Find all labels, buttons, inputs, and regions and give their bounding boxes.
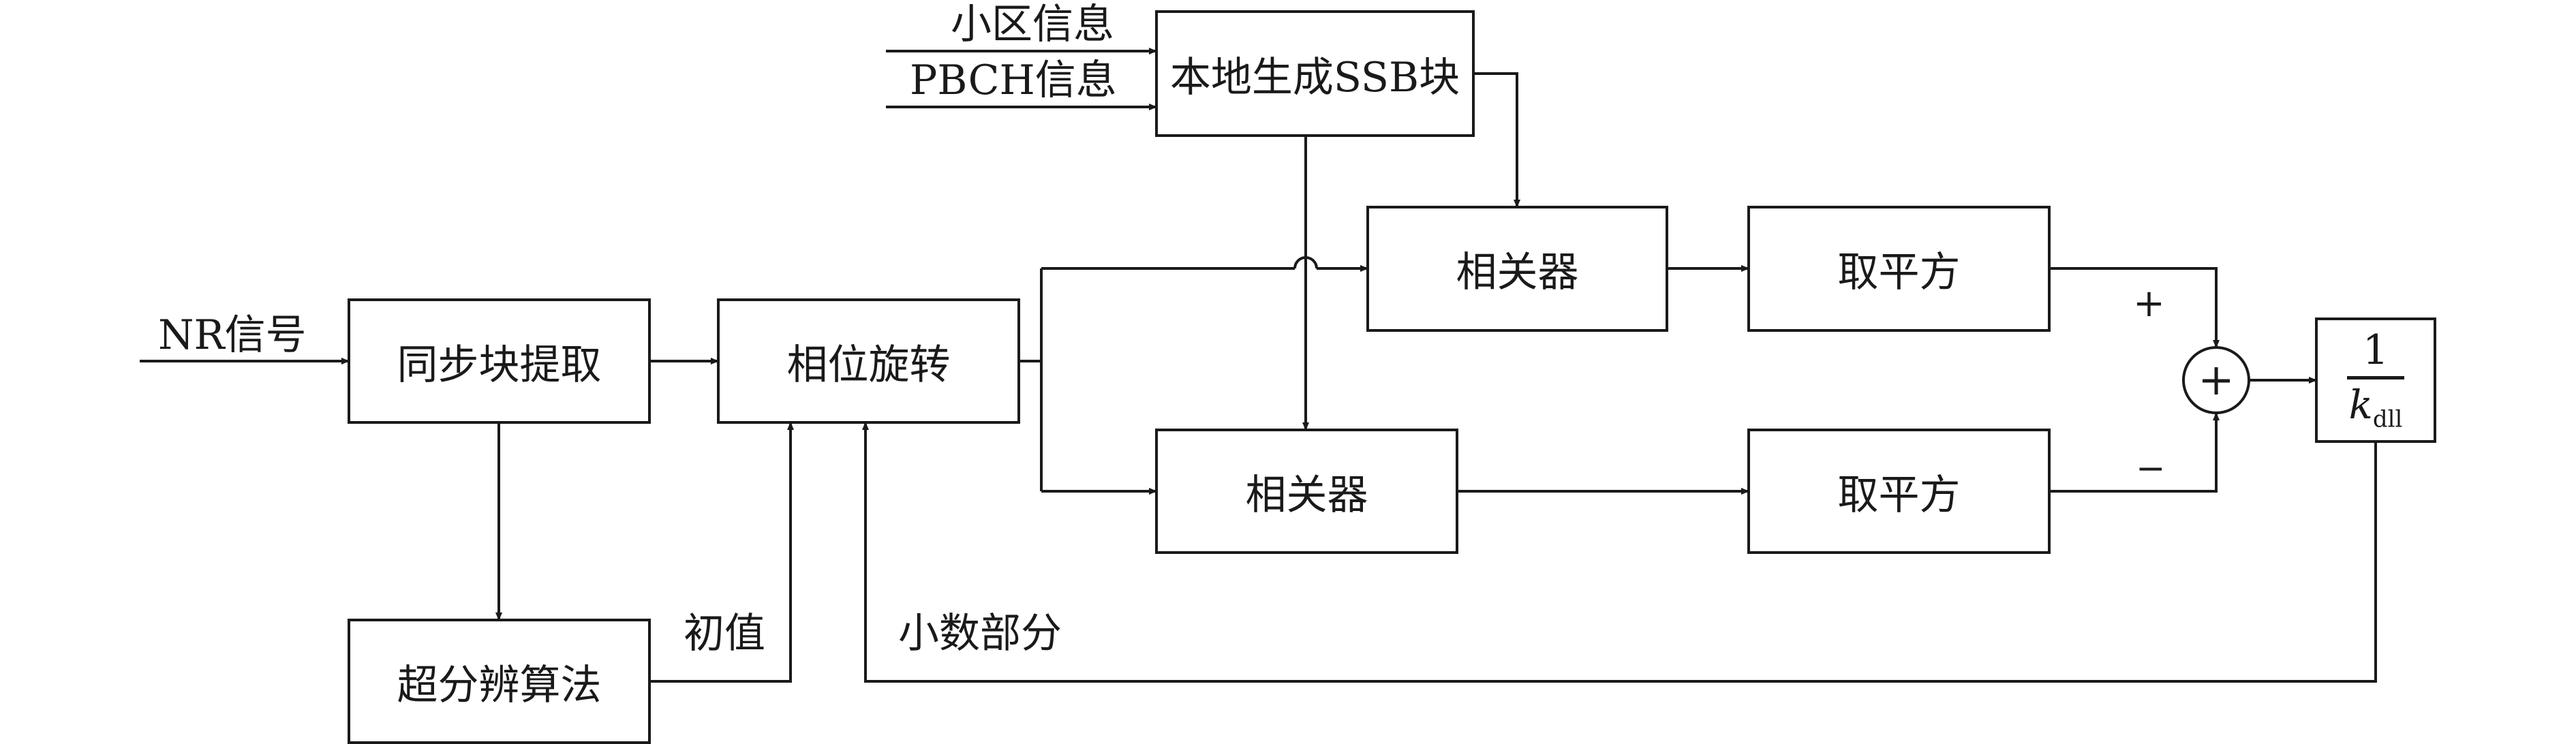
nr-signal-label: NR信号 [158,311,307,359]
fraction-feedback-path [862,422,2377,683]
fraction-part-label: 小数部分 [898,610,1062,657]
plus-sign-label: + [2133,281,2165,326]
summer-symbol: + [2198,355,2235,405]
square-top-text: 取平方 [1837,249,1961,296]
minus-sign-label: − [2136,448,2166,489]
cell-info-label: 小区信息 [951,1,1114,48]
gain-denominator-var: k [2348,381,2373,428]
square-bottom-text: 取平方 [1837,471,1961,519]
correlator-top-text: 相关器 [1456,249,1579,296]
gain-denominator: kdll [2349,379,2403,431]
phase-rotate-text: 相位旋转 [786,341,951,389]
super-res-text: 超分辨算法 [397,661,602,709]
fraction-bar [2347,375,2404,379]
gain-numerator: 1 [2362,326,2389,374]
local-ssb-text: 本地生成SSB块 [1169,53,1460,102]
square-top-to-summer [2049,267,2220,348]
ssb-to-correlator-top [1473,72,1520,208]
sync-extract-text: 同步块提取 [397,341,602,389]
gain-denominator-sub: dll [2372,405,2403,433]
square-bottom-to-summer [2049,412,2220,493]
initial-value-path [649,422,794,683]
gain-fraction: 1 kdll [2316,319,2435,441]
initial-value-label: 初值 [684,610,765,657]
correlator-bottom-text: 相关器 [1245,471,1368,519]
pbch-info-label: PBCH信息 [910,57,1117,104]
